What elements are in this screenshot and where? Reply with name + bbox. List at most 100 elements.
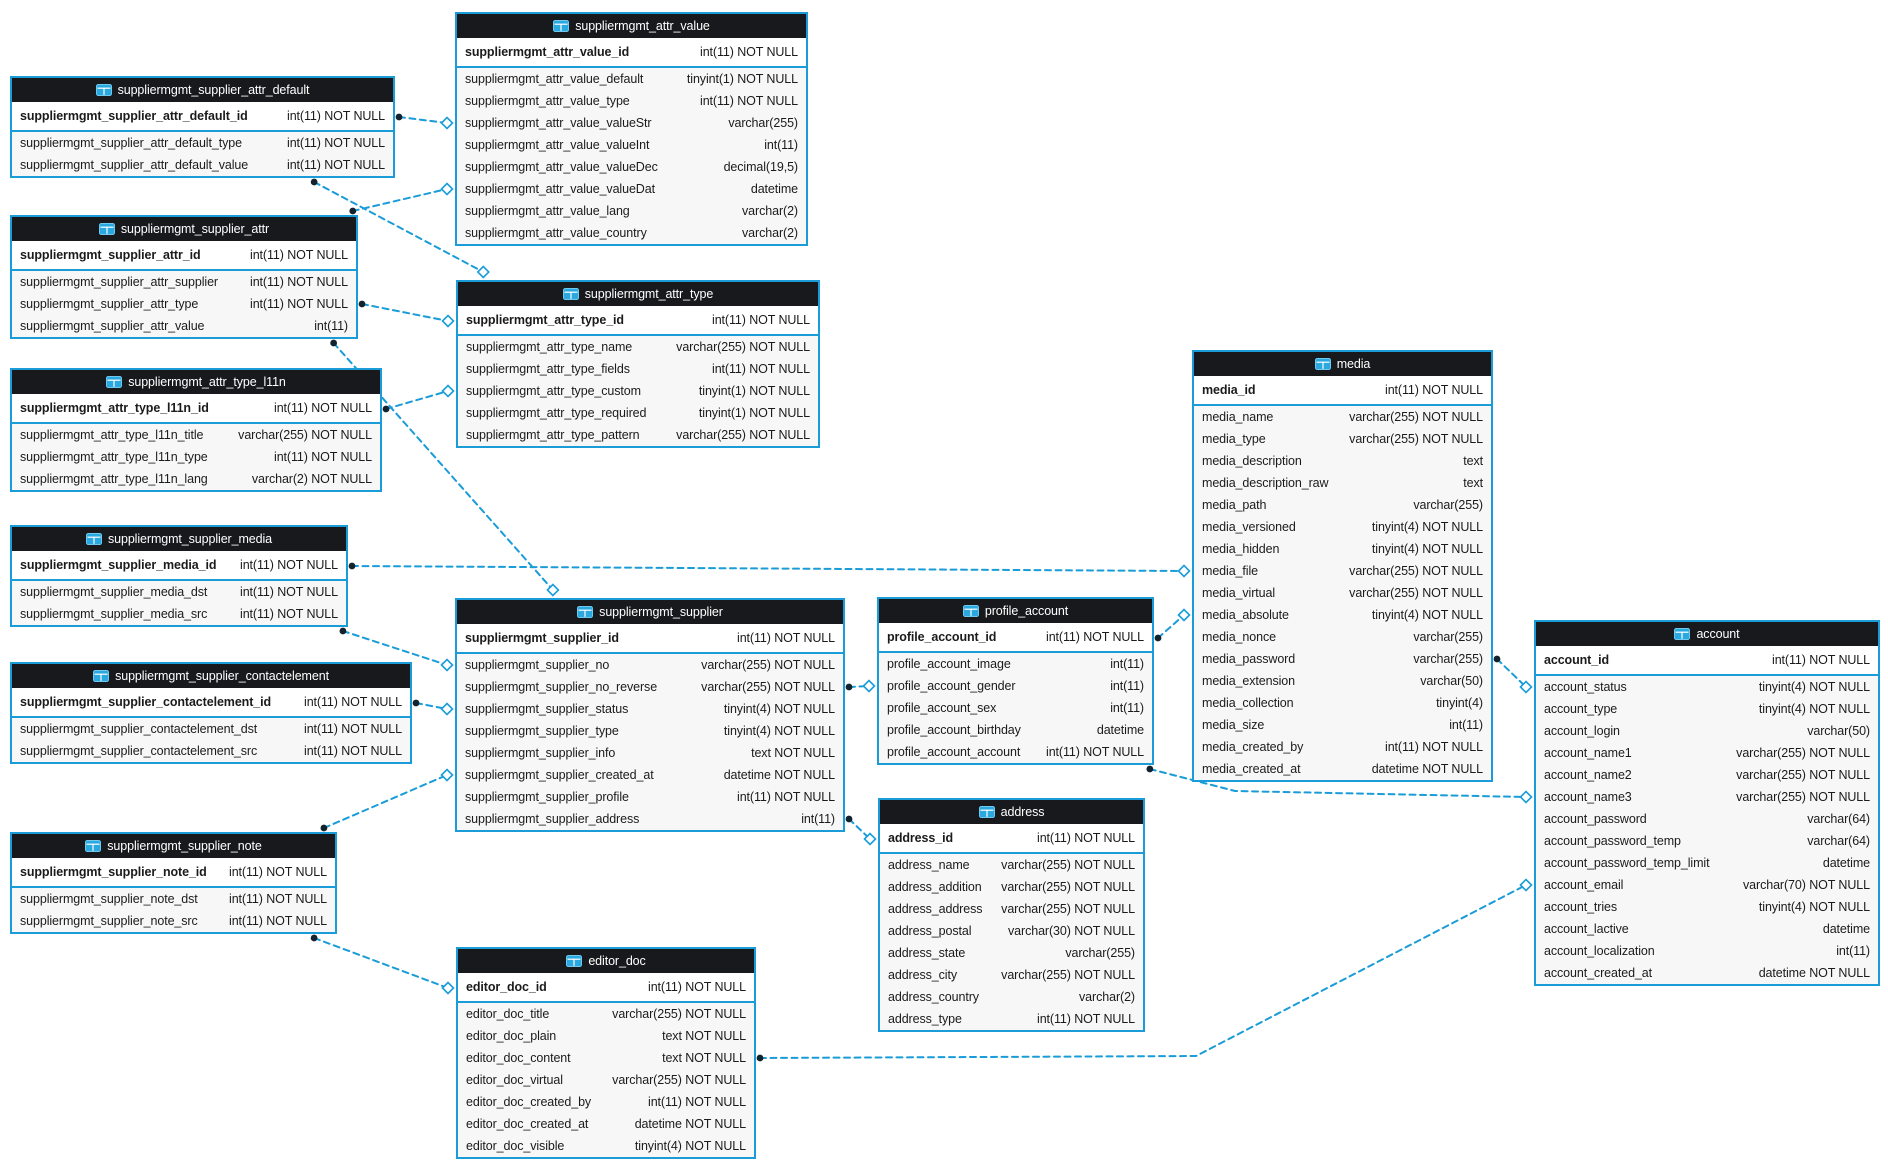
table-header[interactable]: editor_doc — [458, 949, 754, 973]
table-pk-row[interactable]: suppliermgmt_supplier_note_id int(11) NO… — [12, 858, 335, 888]
table-header[interactable]: address — [880, 800, 1143, 824]
table-field-row[interactable]: suppliermgmt_supplier_media_src int(11) … — [12, 603, 346, 625]
table-field-row[interactable]: profile_account_sex int(11) — [879, 697, 1152, 719]
table-pk-row[interactable]: account_id int(11) NOT NULL — [1536, 646, 1878, 676]
table-field-row[interactable]: suppliermgmt_supplier_attr_value int(11) — [12, 315, 356, 337]
table-field-row[interactable]: media_description text — [1194, 450, 1491, 472]
table-field-row[interactable]: address_postal varchar(30) NOT NULL — [880, 920, 1143, 942]
table-field-row[interactable]: suppliermgmt_attr_type_custom tinyint(1)… — [458, 380, 818, 402]
table-field-row[interactable]: suppliermgmt_supplier_created_at datetim… — [457, 764, 843, 786]
table-field-row[interactable]: media_password varchar(255) — [1194, 648, 1491, 670]
table-header[interactable]: profile_account — [879, 599, 1152, 623]
table-pk-row[interactable]: profile_account_id int(11) NOT NULL — [879, 623, 1152, 653]
table-field-row[interactable]: media_collection tinyint(4) — [1194, 692, 1491, 714]
table-field-row[interactable]: suppliermgmt_supplier_attr_supplier int(… — [12, 271, 356, 293]
table-field-row[interactable]: media_versioned tinyint(4) NOT NULL — [1194, 516, 1491, 538]
table-field-row[interactable]: suppliermgmt_attr_value_valueStr varchar… — [457, 112, 806, 134]
table-field-row[interactable]: account_localization int(11) — [1536, 940, 1878, 962]
table-field-row[interactable]: profile_account_gender int(11) — [879, 675, 1152, 697]
table-pk-row[interactable]: suppliermgmt_attr_type_id int(11) NOT NU… — [458, 306, 818, 336]
db-table-suppliermgmt_attr_type_l11n[interactable]: suppliermgmt_attr_type_l11n suppliermgmt… — [10, 368, 382, 492]
table-field-row[interactable]: media_hidden tinyint(4) NOT NULL — [1194, 538, 1491, 560]
table-pk-row[interactable]: suppliermgmt_attr_type_l11n_id int(11) N… — [12, 394, 380, 424]
db-table-media[interactable]: media media_id int(11) NOT NULL media_na… — [1192, 350, 1493, 782]
table-field-row[interactable]: media_file varchar(255) NOT NULL — [1194, 560, 1491, 582]
table-field-row[interactable]: suppliermgmt_supplier_profile int(11) NO… — [457, 786, 843, 808]
table-field-row[interactable]: account_password_temp varchar(64) — [1536, 830, 1878, 852]
table-header[interactable]: media — [1194, 352, 1491, 376]
table-field-row[interactable]: media_path varchar(255) — [1194, 494, 1491, 516]
table-field-row[interactable]: address_country varchar(2) — [880, 986, 1143, 1008]
table-field-row[interactable]: suppliermgmt_supplier_contactelement_src… — [12, 740, 410, 762]
table-field-row[interactable]: suppliermgmt_supplier_info text NOT NULL — [457, 742, 843, 764]
table-field-row[interactable]: suppliermgmt_attr_value_type int(11) NOT… — [457, 90, 806, 112]
table-field-row[interactable]: suppliermgmt_attr_type_fields int(11) NO… — [458, 358, 818, 380]
db-table-address[interactable]: address address_id int(11) NOT NULL addr… — [878, 798, 1145, 1032]
table-field-row[interactable]: media_description_raw text — [1194, 472, 1491, 494]
table-field-row[interactable]: editor_doc_virtual varchar(255) NOT NULL — [458, 1069, 754, 1091]
table-field-row[interactable]: media_nonce varchar(255) — [1194, 626, 1491, 648]
table-header[interactable]: account — [1536, 622, 1878, 646]
table-field-row[interactable]: profile_account_birthday datetime — [879, 719, 1152, 741]
table-field-row[interactable]: media_virtual varchar(255) NOT NULL — [1194, 582, 1491, 604]
table-header[interactable]: suppliermgmt_attr_type — [458, 282, 818, 306]
table-header[interactable]: suppliermgmt_supplier_attr_default — [12, 78, 393, 102]
table-field-row[interactable]: suppliermgmt_supplier_note_src int(11) N… — [12, 910, 335, 932]
table-field-row[interactable]: editor_doc_title varchar(255) NOT NULL — [458, 1003, 754, 1025]
db-table-suppliermgmt_supplier_media[interactable]: suppliermgmt_supplier_media suppliermgmt… — [10, 525, 348, 627]
table-field-row[interactable]: suppliermgmt_attr_value_valueDec decimal… — [457, 156, 806, 178]
table-pk-row[interactable]: suppliermgmt_supplier_attr_id int(11) NO… — [12, 241, 356, 271]
table-field-row[interactable]: address_state varchar(255) — [880, 942, 1143, 964]
table-pk-row[interactable]: address_id int(11) NOT NULL — [880, 824, 1143, 854]
table-field-row[interactable]: suppliermgmt_attr_type_name varchar(255)… — [458, 336, 818, 358]
table-field-row[interactable]: address_addition varchar(255) NOT NULL — [880, 876, 1143, 898]
table-field-row[interactable]: suppliermgmt_supplier_address int(11) — [457, 808, 843, 830]
table-field-row[interactable]: account_type tinyint(4) NOT NULL — [1536, 698, 1878, 720]
table-pk-row[interactable]: suppliermgmt_supplier_media_id int(11) N… — [12, 551, 346, 581]
table-header[interactable]: suppliermgmt_supplier_contactelement — [12, 664, 410, 688]
table-header[interactable]: suppliermgmt_supplier_media — [12, 527, 346, 551]
table-field-row[interactable]: address_city varchar(255) NOT NULL — [880, 964, 1143, 986]
table-field-row[interactable]: suppliermgmt_supplier_media_dst int(11) … — [12, 581, 346, 603]
table-field-row[interactable]: suppliermgmt_supplier_attr_default_type … — [12, 132, 393, 154]
table-pk-row[interactable]: suppliermgmt_supplier_attr_default_id in… — [12, 102, 393, 132]
table-field-row[interactable]: suppliermgmt_attr_type_pattern varchar(2… — [458, 424, 818, 446]
db-table-suppliermgmt_attr_type[interactable]: suppliermgmt_attr_type suppliermgmt_attr… — [456, 280, 820, 448]
table-field-row[interactable]: suppliermgmt_attr_value_default tinyint(… — [457, 68, 806, 90]
db-table-suppliermgmt_supplier_note[interactable]: suppliermgmt_supplier_note suppliermgmt_… — [10, 832, 337, 934]
table-field-row[interactable]: account_lactive datetime — [1536, 918, 1878, 940]
table-field-row[interactable]: suppliermgmt_attr_value_country varchar(… — [457, 222, 806, 244]
table-field-row[interactable]: editor_doc_created_at datetime NOT NULL — [458, 1113, 754, 1135]
table-field-row[interactable]: suppliermgmt_attr_type_l11n_lang varchar… — [12, 468, 380, 490]
table-header[interactable]: suppliermgmt_supplier_note — [12, 834, 335, 858]
table-field-row[interactable]: suppliermgmt_supplier_type tinyint(4) NO… — [457, 720, 843, 742]
table-field-row[interactable]: suppliermgmt_attr_type_l11n_title varcha… — [12, 424, 380, 446]
db-table-suppliermgmt_supplier_attr[interactable]: suppliermgmt_supplier_attr suppliermgmt_… — [10, 215, 358, 339]
table-field-row[interactable]: suppliermgmt_attr_value_valueDat datetim… — [457, 178, 806, 200]
table-header[interactable]: suppliermgmt_attr_type_l11n — [12, 370, 380, 394]
db-table-suppliermgmt_supplier_contactelement[interactable]: suppliermgmt_supplier_contactelement sup… — [10, 662, 412, 764]
table-field-row[interactable]: account_name1 varchar(255) NOT NULL — [1536, 742, 1878, 764]
table-field-row[interactable]: suppliermgmt_supplier_no_reverse varchar… — [457, 676, 843, 698]
table-field-row[interactable]: suppliermgmt_attr_value_valueInt int(11) — [457, 134, 806, 156]
table-field-row[interactable]: media_absolute tinyint(4) NOT NULL — [1194, 604, 1491, 626]
table-field-row[interactable]: account_name3 varchar(255) NOT NULL — [1536, 786, 1878, 808]
table-pk-row[interactable]: suppliermgmt_supplier_id int(11) NOT NUL… — [457, 624, 843, 654]
table-field-row[interactable]: account_login varchar(50) — [1536, 720, 1878, 742]
table-field-row[interactable]: media_extension varchar(50) — [1194, 670, 1491, 692]
table-field-row[interactable]: suppliermgmt_supplier_contactelement_dst… — [12, 718, 410, 740]
table-field-row[interactable]: account_created_at datetime NOT NULL — [1536, 962, 1878, 984]
table-field-row[interactable]: suppliermgmt_attr_value_lang varchar(2) — [457, 200, 806, 222]
table-field-row[interactable]: suppliermgmt_supplier_attr_default_value… — [12, 154, 393, 176]
table-field-row[interactable]: editor_doc_created_by int(11) NOT NULL — [458, 1091, 754, 1113]
table-field-row[interactable]: suppliermgmt_supplier_status tinyint(4) … — [457, 698, 843, 720]
table-field-row[interactable]: media_created_by int(11) NOT NULL — [1194, 736, 1491, 758]
db-table-account[interactable]: account account_id int(11) NOT NULL acco… — [1534, 620, 1880, 986]
table-field-row[interactable]: editor_doc_plain text NOT NULL — [458, 1025, 754, 1047]
table-pk-row[interactable]: suppliermgmt_attr_value_id int(11) NOT N… — [457, 38, 806, 68]
table-field-row[interactable]: suppliermgmt_supplier_note_dst int(11) N… — [12, 888, 335, 910]
db-table-suppliermgmt_attr_value[interactable]: suppliermgmt_attr_value suppliermgmt_att… — [455, 12, 808, 246]
table-field-row[interactable]: address_type int(11) NOT NULL — [880, 1008, 1143, 1030]
table-field-row[interactable]: account_password_temp_limit datetime — [1536, 852, 1878, 874]
table-field-row[interactable]: account_password varchar(64) — [1536, 808, 1878, 830]
